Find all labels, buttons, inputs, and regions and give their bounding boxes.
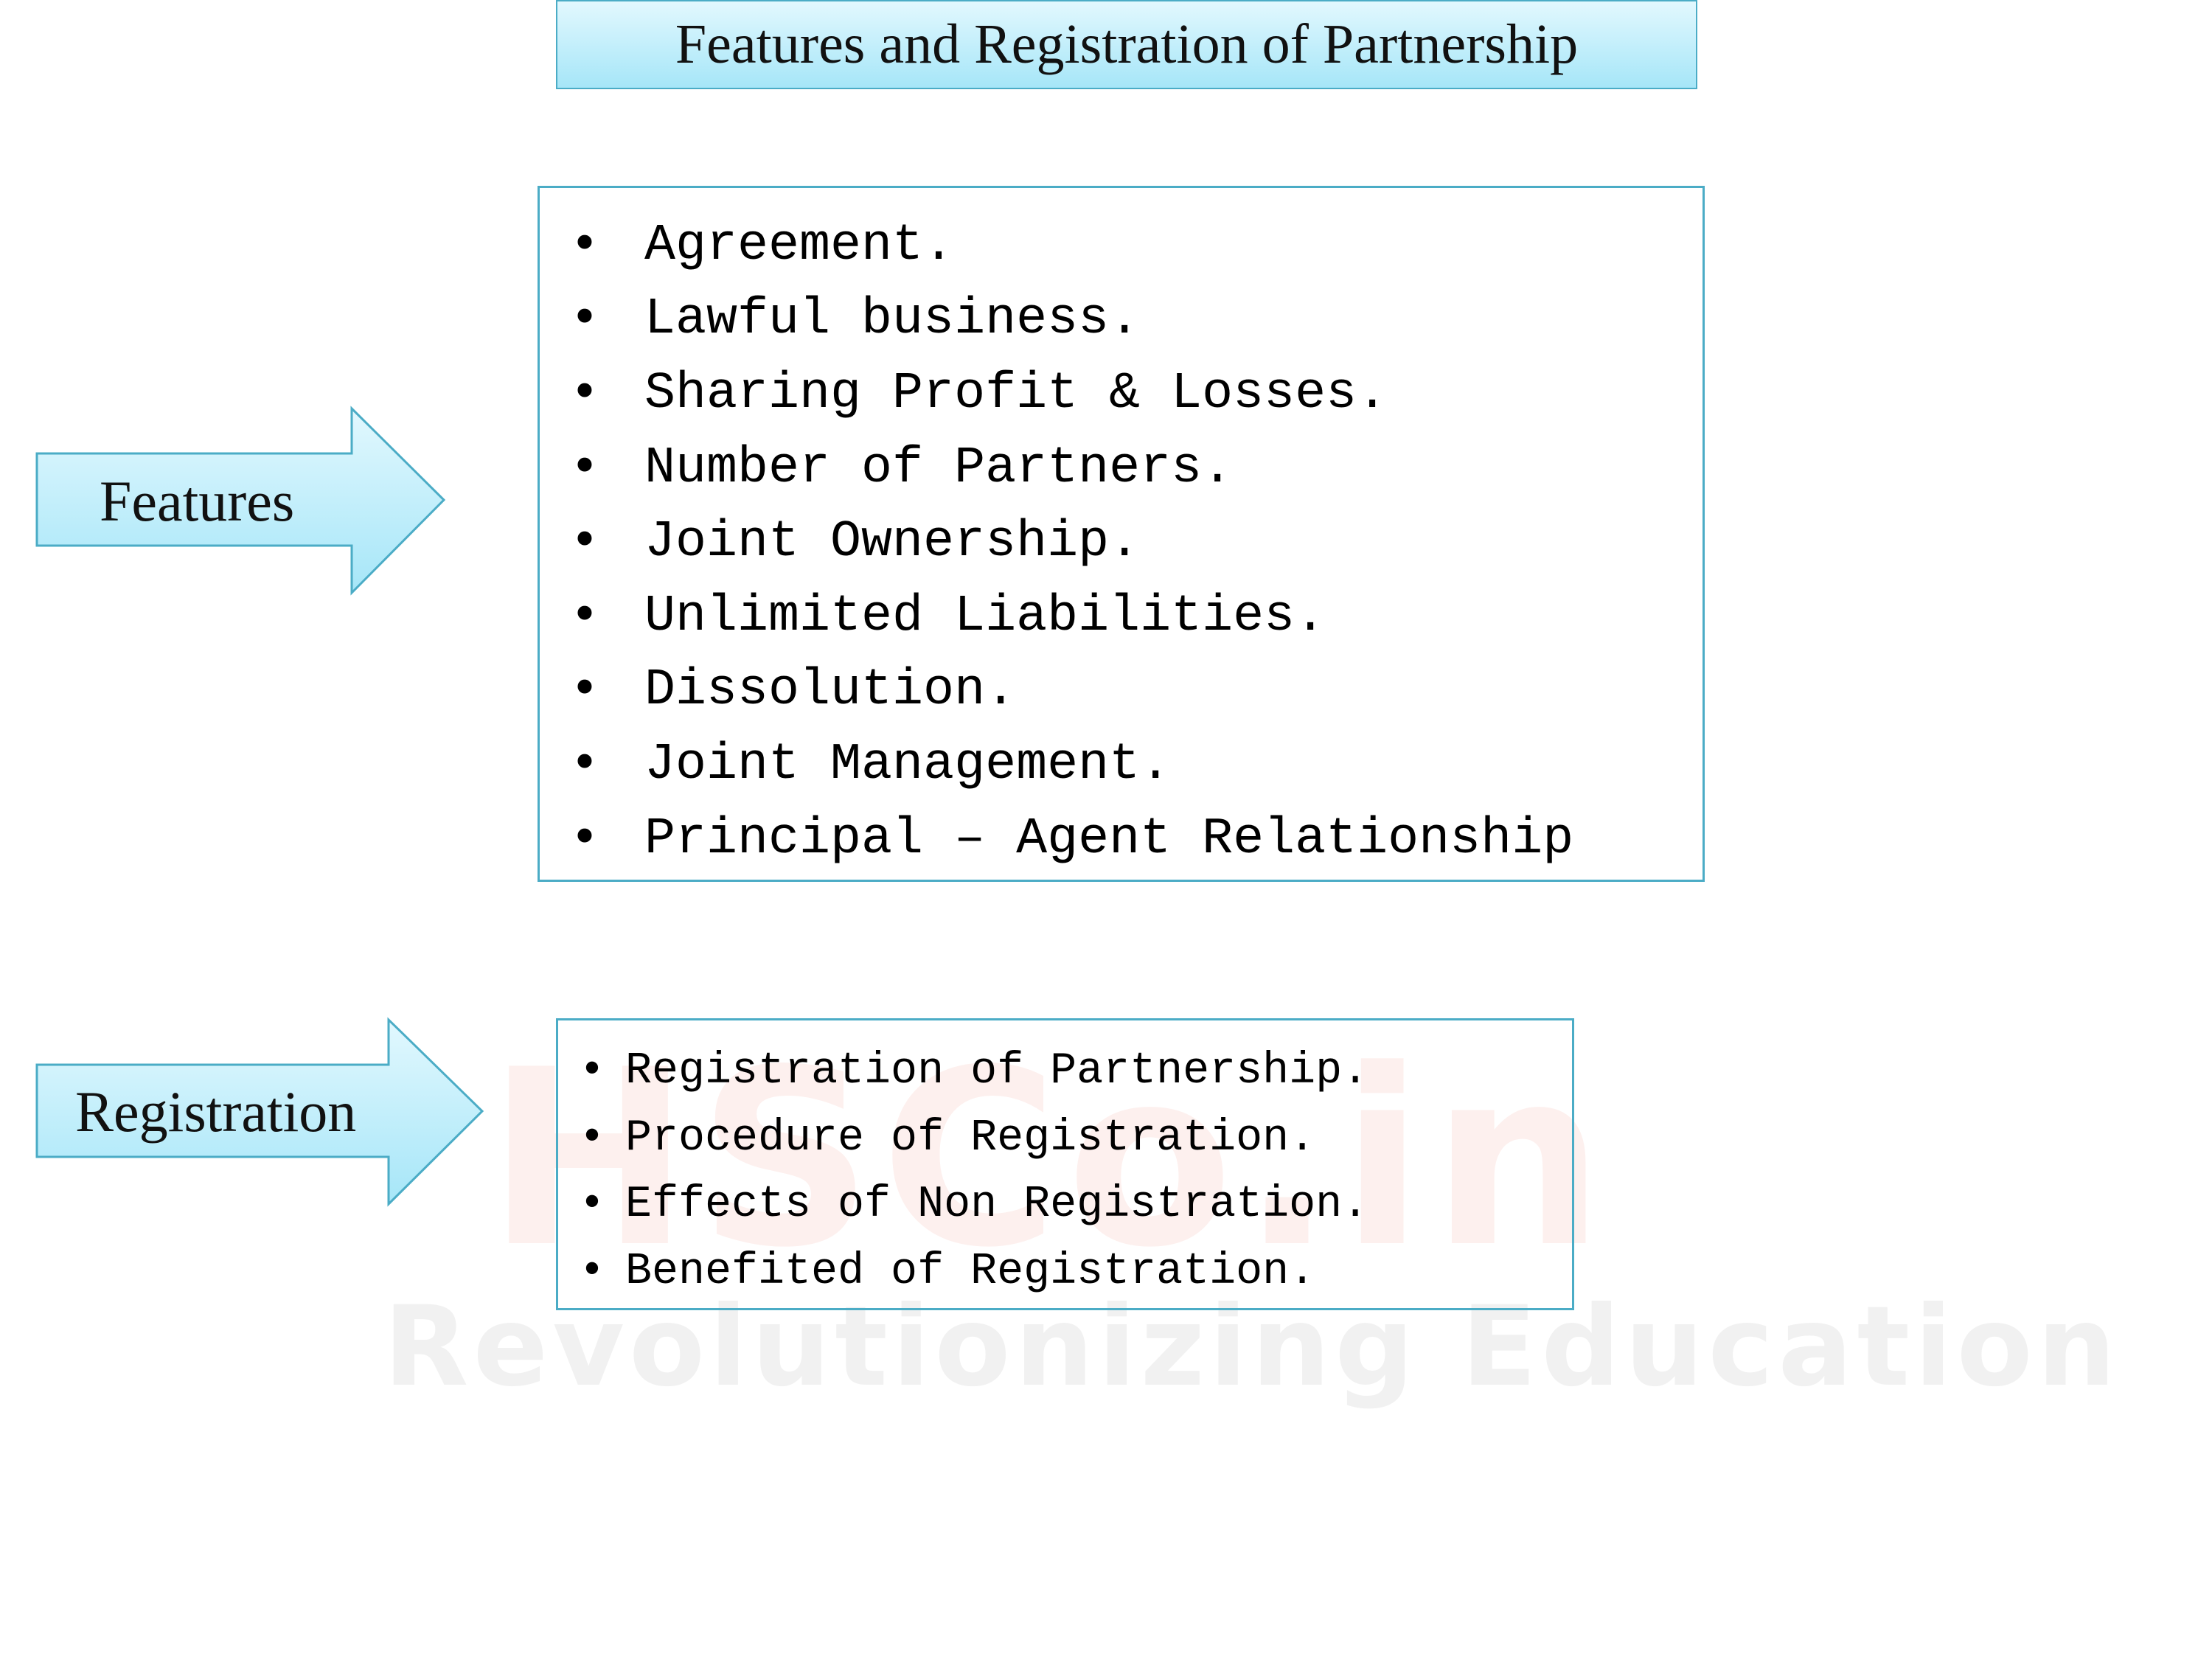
bullet: • bbox=[569, 513, 601, 572]
feature-text: Principal – Agent Relationship bbox=[644, 810, 1574, 869]
list-item: • Joint Ownership. bbox=[540, 505, 1703, 580]
registration-arrow-shape bbox=[35, 1017, 484, 1207]
features-list: • Agreement. • Lawful business. • Sharing P… bbox=[540, 188, 1703, 876]
features-label: Features bbox=[100, 469, 295, 533]
bullet: • bbox=[579, 1113, 606, 1164]
bullet: • bbox=[569, 439, 601, 498]
bullet: • bbox=[569, 364, 601, 423]
bullet: • bbox=[579, 1246, 606, 1297]
features-arrow-shape bbox=[35, 406, 446, 596]
list-item: • Procedure of Registration. bbox=[558, 1105, 1572, 1172]
registration-label: Registration bbox=[75, 1079, 357, 1144]
feature-text: Agreement. bbox=[644, 216, 955, 275]
registration-list: • Registration of Partnership. • Procedure… bbox=[558, 1020, 1572, 1305]
list-item: • Effects of Non Registration. bbox=[558, 1172, 1572, 1239]
list-item: • Benefited of Registration. bbox=[558, 1239, 1572, 1306]
bullet: • bbox=[569, 216, 601, 275]
feature-text: Joint Management. bbox=[644, 735, 1172, 794]
registration-text: Registration of Partnership. bbox=[625, 1046, 1369, 1097]
feature-text: Lawful business. bbox=[644, 291, 1141, 349]
feature-text: Joint Ownership. bbox=[644, 513, 1141, 572]
feature-text: Unlimited Liabilities. bbox=[644, 587, 1326, 646]
bullet: • bbox=[569, 661, 601, 720]
bullet: • bbox=[579, 1180, 606, 1231]
registration-text: Procedure of Registration. bbox=[625, 1113, 1316, 1164]
bullet: • bbox=[569, 810, 601, 869]
list-item: • Agreement. bbox=[540, 209, 1703, 283]
list-item: • Lawful business. bbox=[540, 283, 1703, 358]
feature-text: Dissolution. bbox=[644, 661, 1017, 720]
list-item: • Dissolution. bbox=[540, 654, 1703, 728]
bullet: • bbox=[579, 1046, 606, 1097]
registration-text: Effects of Non Registration. bbox=[625, 1180, 1369, 1231]
feature-text: Number of Partners. bbox=[644, 439, 1234, 498]
registration-box: • Registration of Partnership. • Procedure… bbox=[556, 1018, 1574, 1310]
list-item: • Joint Management. bbox=[540, 728, 1703, 802]
feature-text: Sharing Profit & Losses. bbox=[644, 364, 1388, 423]
list-item: • Principal – Agent Relationship bbox=[540, 802, 1703, 877]
list-item: • Unlimited Liabilities. bbox=[540, 580, 1703, 654]
registration-text: Benefited of Registration. bbox=[625, 1246, 1316, 1297]
bullet: • bbox=[569, 735, 601, 794]
bullet: • bbox=[569, 291, 601, 349]
features-box: • Agreement. • Lawful business. • Sharing P… bbox=[538, 186, 1705, 882]
list-item: • Registration of Partnership. bbox=[558, 1038, 1572, 1105]
list-item: • Sharing Profit & Losses. bbox=[540, 357, 1703, 431]
bullet: • bbox=[569, 587, 601, 646]
list-item: • Number of Partners. bbox=[540, 431, 1703, 506]
page-title: Features and Registration of Partnership bbox=[556, 0, 1697, 89]
